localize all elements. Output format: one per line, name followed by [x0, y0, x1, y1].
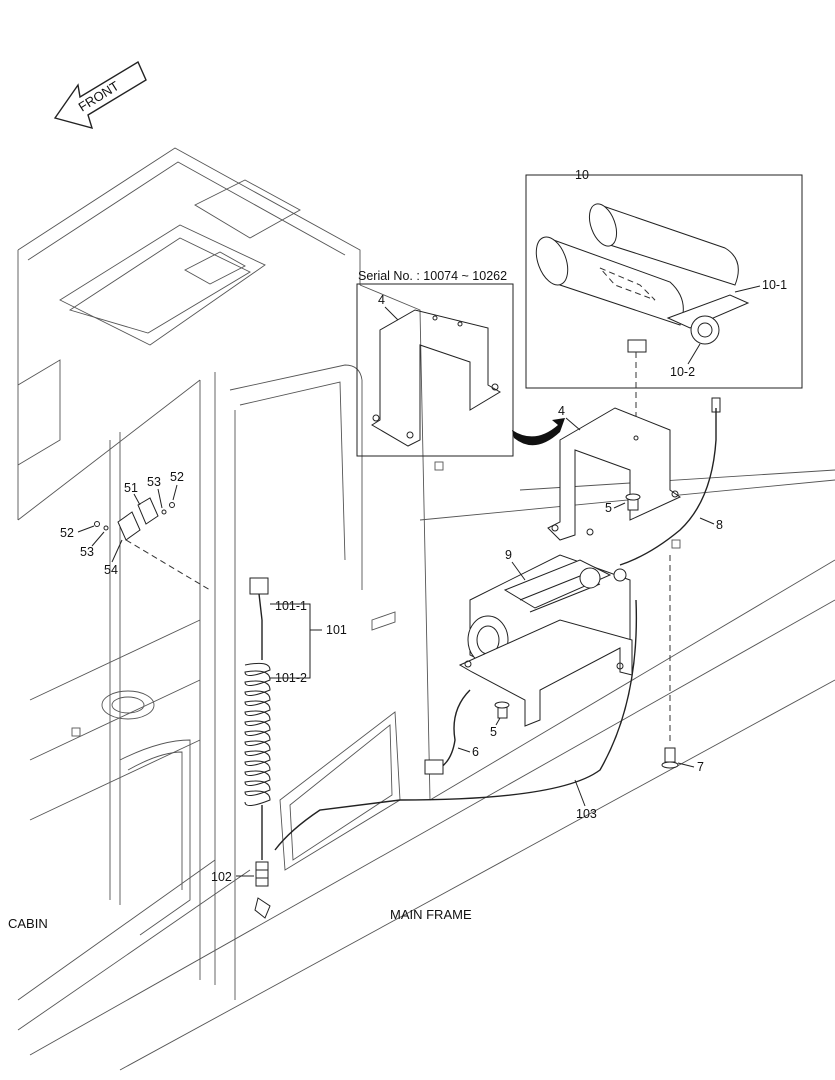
- part-103: 103: [576, 807, 597, 821]
- part-101-1: 101-1: [275, 599, 307, 613]
- part-7: 7: [697, 760, 704, 774]
- inset-pointer-arrow-icon: [512, 418, 565, 446]
- hose-103: [274, 599, 638, 851]
- harness-6: [439, 689, 471, 769]
- front-arrow-icon: [53, 60, 147, 130]
- callout-10-2-line: [687, 343, 701, 365]
- main-frame-label: MAIN FRAME: [390, 907, 472, 922]
- part-10-2: 10-2: [670, 365, 695, 379]
- part-53-top: 53: [147, 475, 161, 489]
- connector-6: [424, 759, 444, 775]
- switch-assembly: [94, 497, 211, 591]
- part-6: 6: [472, 745, 479, 759]
- coil-hose-101: [244, 577, 271, 860]
- hose-8: [619, 408, 717, 566]
- part-54: 54: [104, 563, 118, 577]
- cabin-structure: [17, 147, 835, 1071]
- tank-group-label: 10: [575, 168, 589, 182]
- inset-callout-line: [384, 306, 399, 321]
- part-53-left: 53: [80, 545, 94, 559]
- compressor-9: [458, 554, 633, 727]
- part-9: 9: [505, 548, 512, 562]
- bolt-5-lower: [494, 701, 510, 719]
- bolt-5-upper: [625, 493, 641, 511]
- serial-inset: [356, 283, 514, 457]
- part-10-1: 10-1: [762, 278, 787, 292]
- inset-part-4: 4: [378, 293, 385, 307]
- callout-10-1-line: [734, 285, 761, 293]
- part-4: 4: [558, 404, 565, 418]
- part-8: 8: [716, 518, 723, 532]
- part-101: 101: [326, 623, 347, 637]
- part-52-top: 52: [170, 470, 184, 484]
- cabin-label: CABIN: [8, 916, 48, 931]
- part-102: 102: [211, 870, 232, 884]
- bracket-101: [270, 603, 322, 679]
- tank-group-box: [525, 174, 803, 389]
- serial-caption: Serial No. : 10074 ~ 10262: [358, 269, 507, 283]
- part-51: 51: [124, 481, 138, 495]
- part-5-lower: 5: [490, 725, 497, 739]
- part-52-left: 52: [60, 526, 74, 540]
- bracket-4: [547, 407, 682, 541]
- part-5-upper: 5: [605, 501, 612, 515]
- bolt-7: [661, 747, 679, 769]
- coupler-102: [254, 861, 271, 919]
